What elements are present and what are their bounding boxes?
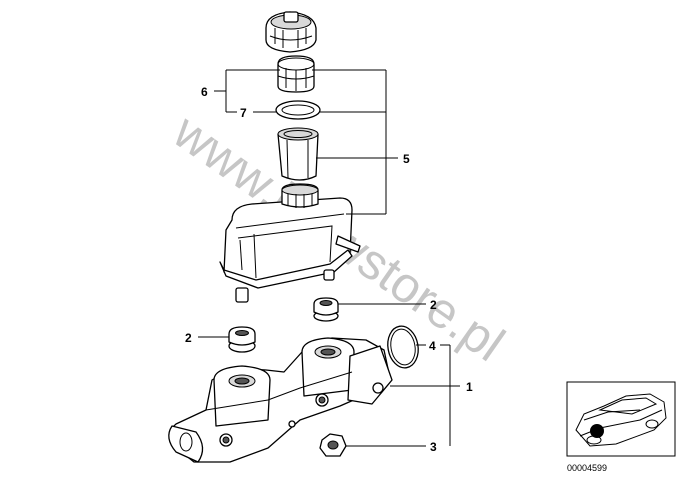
reservoir-cap (265, 11, 317, 53)
callouts: 6 7 5 2 2 4 1 3 (185, 85, 473, 454)
location-marker-dot (590, 424, 604, 438)
callout-2-left: 2 (185, 331, 192, 345)
callout-6: 6 (201, 85, 208, 99)
master-brake-cylinder (168, 337, 393, 463)
strainer (277, 127, 319, 181)
callout-4: 4 (429, 339, 436, 353)
thumbnail-frame (566, 381, 676, 457)
filler-neck-insert (277, 55, 315, 93)
nut (319, 433, 347, 457)
seal-ring (275, 100, 321, 120)
callout-1: 1 (466, 380, 473, 394)
callout-2-right: 2 (430, 298, 437, 312)
callout-3: 3 (430, 440, 437, 454)
grommet-left (228, 326, 256, 353)
leader-lines (198, 69, 460, 447)
car-outline (575, 393, 667, 447)
o-ring (387, 325, 419, 369)
brake-fluid-reservoir (219, 183, 361, 303)
vehicle-thumbnail: 00004599 (566, 381, 676, 473)
reference-code: 00004599 (567, 463, 607, 473)
callout-7: 7 (240, 106, 247, 120)
grommet-right (313, 297, 339, 322)
callout-5: 5 (403, 152, 410, 166)
